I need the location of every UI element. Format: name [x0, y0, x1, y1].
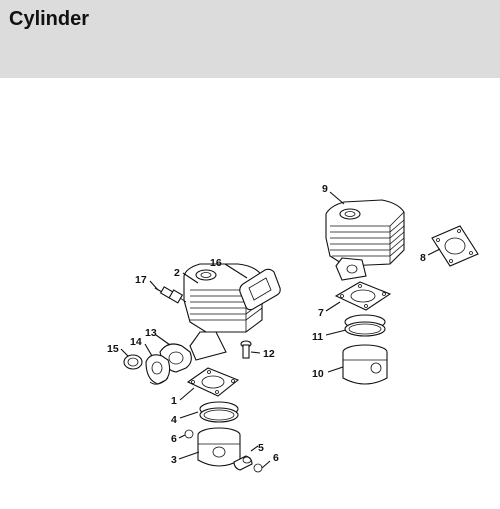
callout-1: 1 [171, 395, 177, 407]
intake-boot[interactable] [145, 354, 171, 385]
callout-9: 9 [322, 183, 328, 195]
piston-rings-right[interactable] [344, 314, 386, 337]
callout-14: 14 [130, 336, 142, 348]
callout-11: 11 [312, 331, 323, 343]
callout-6-right: 6 [273, 452, 279, 464]
screw[interactable] [240, 340, 252, 359]
callout-17: 17 [135, 274, 147, 286]
flange-ring[interactable] [123, 354, 143, 370]
callout-16: 16 [210, 257, 222, 269]
base-gasket-left[interactable] [186, 367, 240, 397]
piston-rings-left[interactable] [199, 401, 239, 423]
callout-6-left: 6 [171, 433, 177, 445]
callout-2: 2 [174, 267, 180, 279]
callout-3: 3 [171, 454, 177, 466]
header-bar: Cylinder [0, 0, 500, 78]
page-title: Cylinder [9, 8, 90, 30]
gasket-right-exhaust[interactable] [431, 225, 479, 267]
gasket-exhaust[interactable] [239, 268, 281, 311]
leader-lines [120, 191, 441, 469]
spark-plug[interactable] [154, 286, 187, 304]
callout-4: 4 [171, 414, 177, 426]
callout-13: 13 [145, 327, 157, 339]
callout-5: 5 [258, 442, 264, 454]
callout-8: 8 [420, 252, 426, 264]
callout-12: 12 [263, 348, 275, 360]
callout-15: 15 [107, 343, 119, 355]
callout-7: 7 [318, 307, 324, 319]
callout-10: 10 [312, 368, 324, 380]
snap-ring-left[interactable] [184, 429, 194, 439]
base-gasket-right[interactable] [334, 281, 392, 311]
piston-pin[interactable] [233, 455, 253, 471]
cylinder-right[interactable] [325, 199, 405, 281]
piston-right[interactable] [342, 344, 388, 385]
piston-left[interactable] [197, 427, 241, 467]
snap-ring-right[interactable] [253, 463, 263, 473]
